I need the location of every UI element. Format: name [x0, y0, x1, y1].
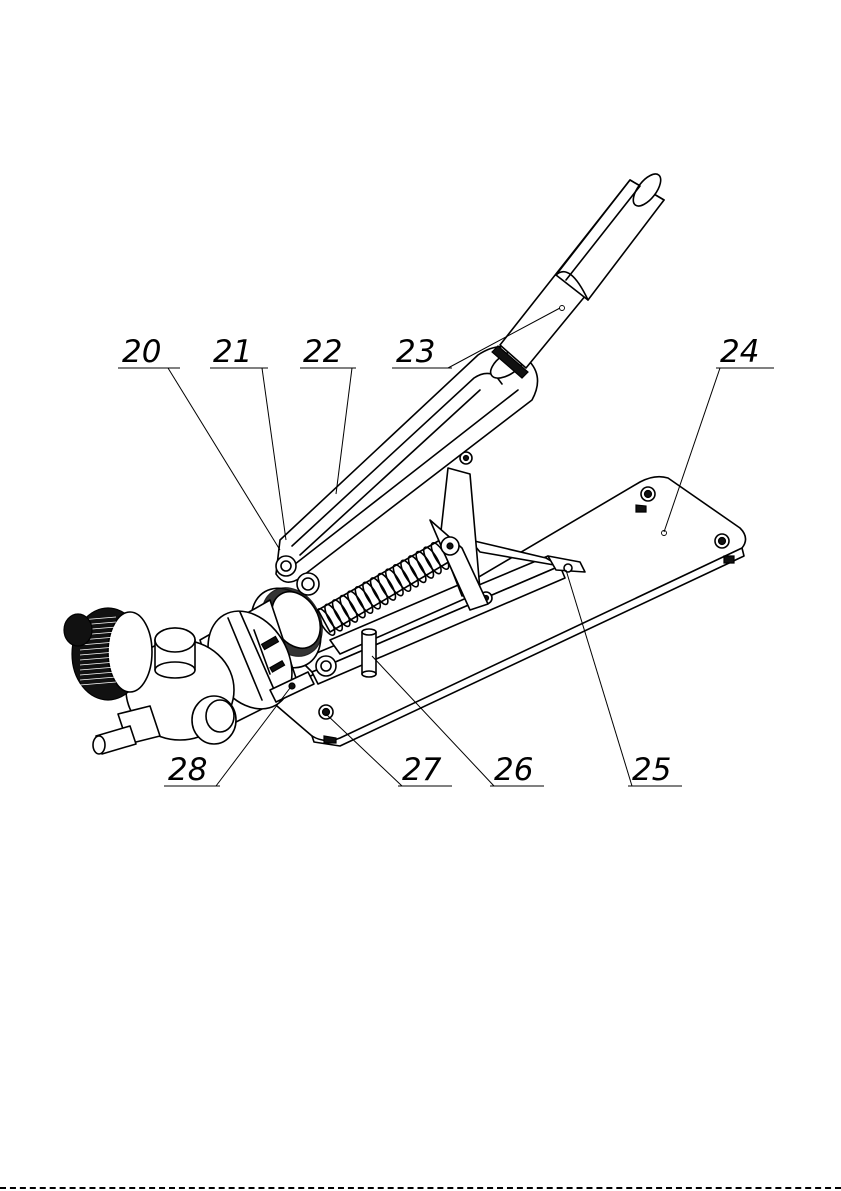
callout-label-22: 22 [303, 334, 342, 370]
crimping-head [64, 576, 336, 754]
page-border-dashed [0, 1187, 841, 1189]
callout-label-23: 23 [396, 334, 435, 370]
callout-label-24: 24 [720, 334, 759, 370]
guide-pin [362, 629, 376, 677]
callout-label-20: 20 [122, 334, 161, 370]
callout-label-25: 25 [632, 752, 671, 788]
callout-label-28: 28 [168, 752, 207, 788]
callout-label-27: 27 [402, 752, 442, 788]
callout-label-21: 21 [213, 334, 252, 370]
support-strut [430, 452, 488, 610]
callout-label-26: 26 [494, 752, 533, 788]
